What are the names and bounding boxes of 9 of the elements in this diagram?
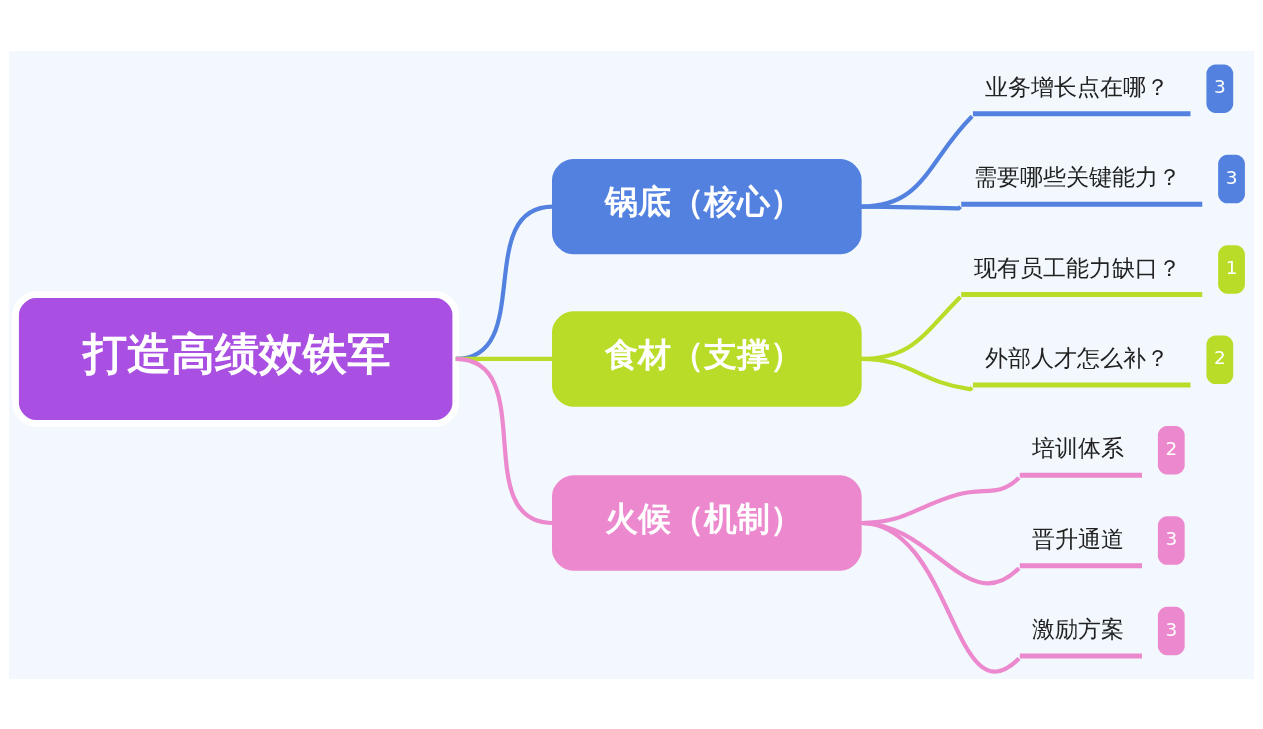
connector: [860, 356, 974, 391]
connector: [860, 114, 974, 209]
node-box: 火候（机制）: [552, 474, 862, 571]
connector: [860, 204, 962, 210]
connector: [860, 520, 1021, 673]
node-box: 打造高绩效铁军: [12, 290, 460, 427]
connector: [455, 356, 554, 525]
node-box: 食材（支撑）: [552, 310, 862, 407]
node-box: 锅底（核心）: [552, 158, 862, 254]
